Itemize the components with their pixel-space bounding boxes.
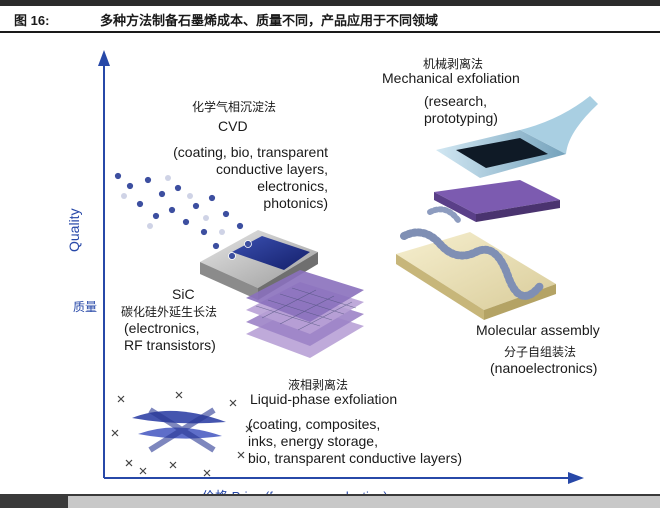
bottom-bar — [0, 494, 660, 508]
liquid-phase-illustration — [111, 391, 253, 477]
sic-uses: (electronics, RF transistors) — [124, 320, 216, 354]
liquid-uses-line: inks, energy storage, — [248, 433, 378, 449]
figure-title: 多种方法制备石墨烯成本、质量不同，产品应用于不同领域 — [100, 13, 439, 28]
mechanical-uses-line: prototyping) — [424, 110, 498, 126]
sic-uses-line: RF transistors) — [124, 337, 216, 353]
cvd-name-en: CVD — [218, 118, 248, 134]
molecular-name-zh: 分子自组装法 — [504, 345, 577, 359]
sic-name-en: SiC — [172, 286, 195, 302]
bottom-bar-segment — [68, 496, 660, 508]
cvd-uses-line: conductive layers, — [215, 161, 328, 177]
y-axis-arrow-icon — [98, 50, 110, 66]
mechanical-uses-line: (research, — [424, 93, 488, 109]
sic-name-zh: 碳化硅外延生长法 — [121, 305, 218, 319]
mechanical-exfoliation-illustration — [434, 96, 598, 222]
liquid-name-zh: 液相剥离法 — [288, 378, 349, 392]
cvd-illustration — [114, 172, 318, 300]
cvd-name-zh: 化学气相沉淀法 — [192, 100, 277, 114]
y-axis-label-en: Quality — [66, 208, 82, 252]
molecular-assembly-illustration — [396, 206, 556, 320]
liquid-uses: (coating, composites, inks, energy stora… — [248, 416, 462, 467]
molecular-uses-line: (nanoelectronics) — [490, 360, 598, 376]
y-axis-label-zh: 质量 — [73, 300, 98, 314]
molecular-name-en: Molecular assembly — [476, 322, 600, 338]
sic-layers-illustration — [246, 270, 364, 358]
top-bar — [0, 0, 660, 6]
cvd-uses-line: (coating, bio, transparent — [173, 144, 328, 160]
figure-label: 图 16: — [14, 13, 50, 28]
y-axis — [98, 50, 110, 478]
mechanical-name-en: Mechanical exfoliation — [382, 70, 520, 86]
cvd-uses-line: photonics) — [263, 195, 328, 211]
figure-header: 图 16: 多种方法制备石墨烯成本、质量不同，产品应用于不同领域 — [14, 10, 438, 29]
liquid-uses-line: (coating, composites, — [248, 416, 381, 432]
cvd-uses-line: electronics, — [257, 178, 328, 194]
cvd-uses: (coating, bio, transparent conductive la… — [134, 144, 328, 212]
header-rule — [0, 31, 660, 33]
molecular-uses: (nanoelectronics) — [490, 360, 597, 377]
x-axis-arrow-icon — [568, 472, 584, 484]
mechanical-uses: (research, prototyping) — [424, 93, 498, 127]
x-axis — [104, 472, 584, 484]
liquid-uses-line: bio, transparent conductive layers) — [248, 450, 462, 466]
liquid-name-en: Liquid-phase exfoliation — [250, 391, 398, 407]
sic-uses-line: (electronics, — [124, 320, 200, 336]
mechanical-name-zh: 机械剥离法 — [423, 57, 484, 71]
